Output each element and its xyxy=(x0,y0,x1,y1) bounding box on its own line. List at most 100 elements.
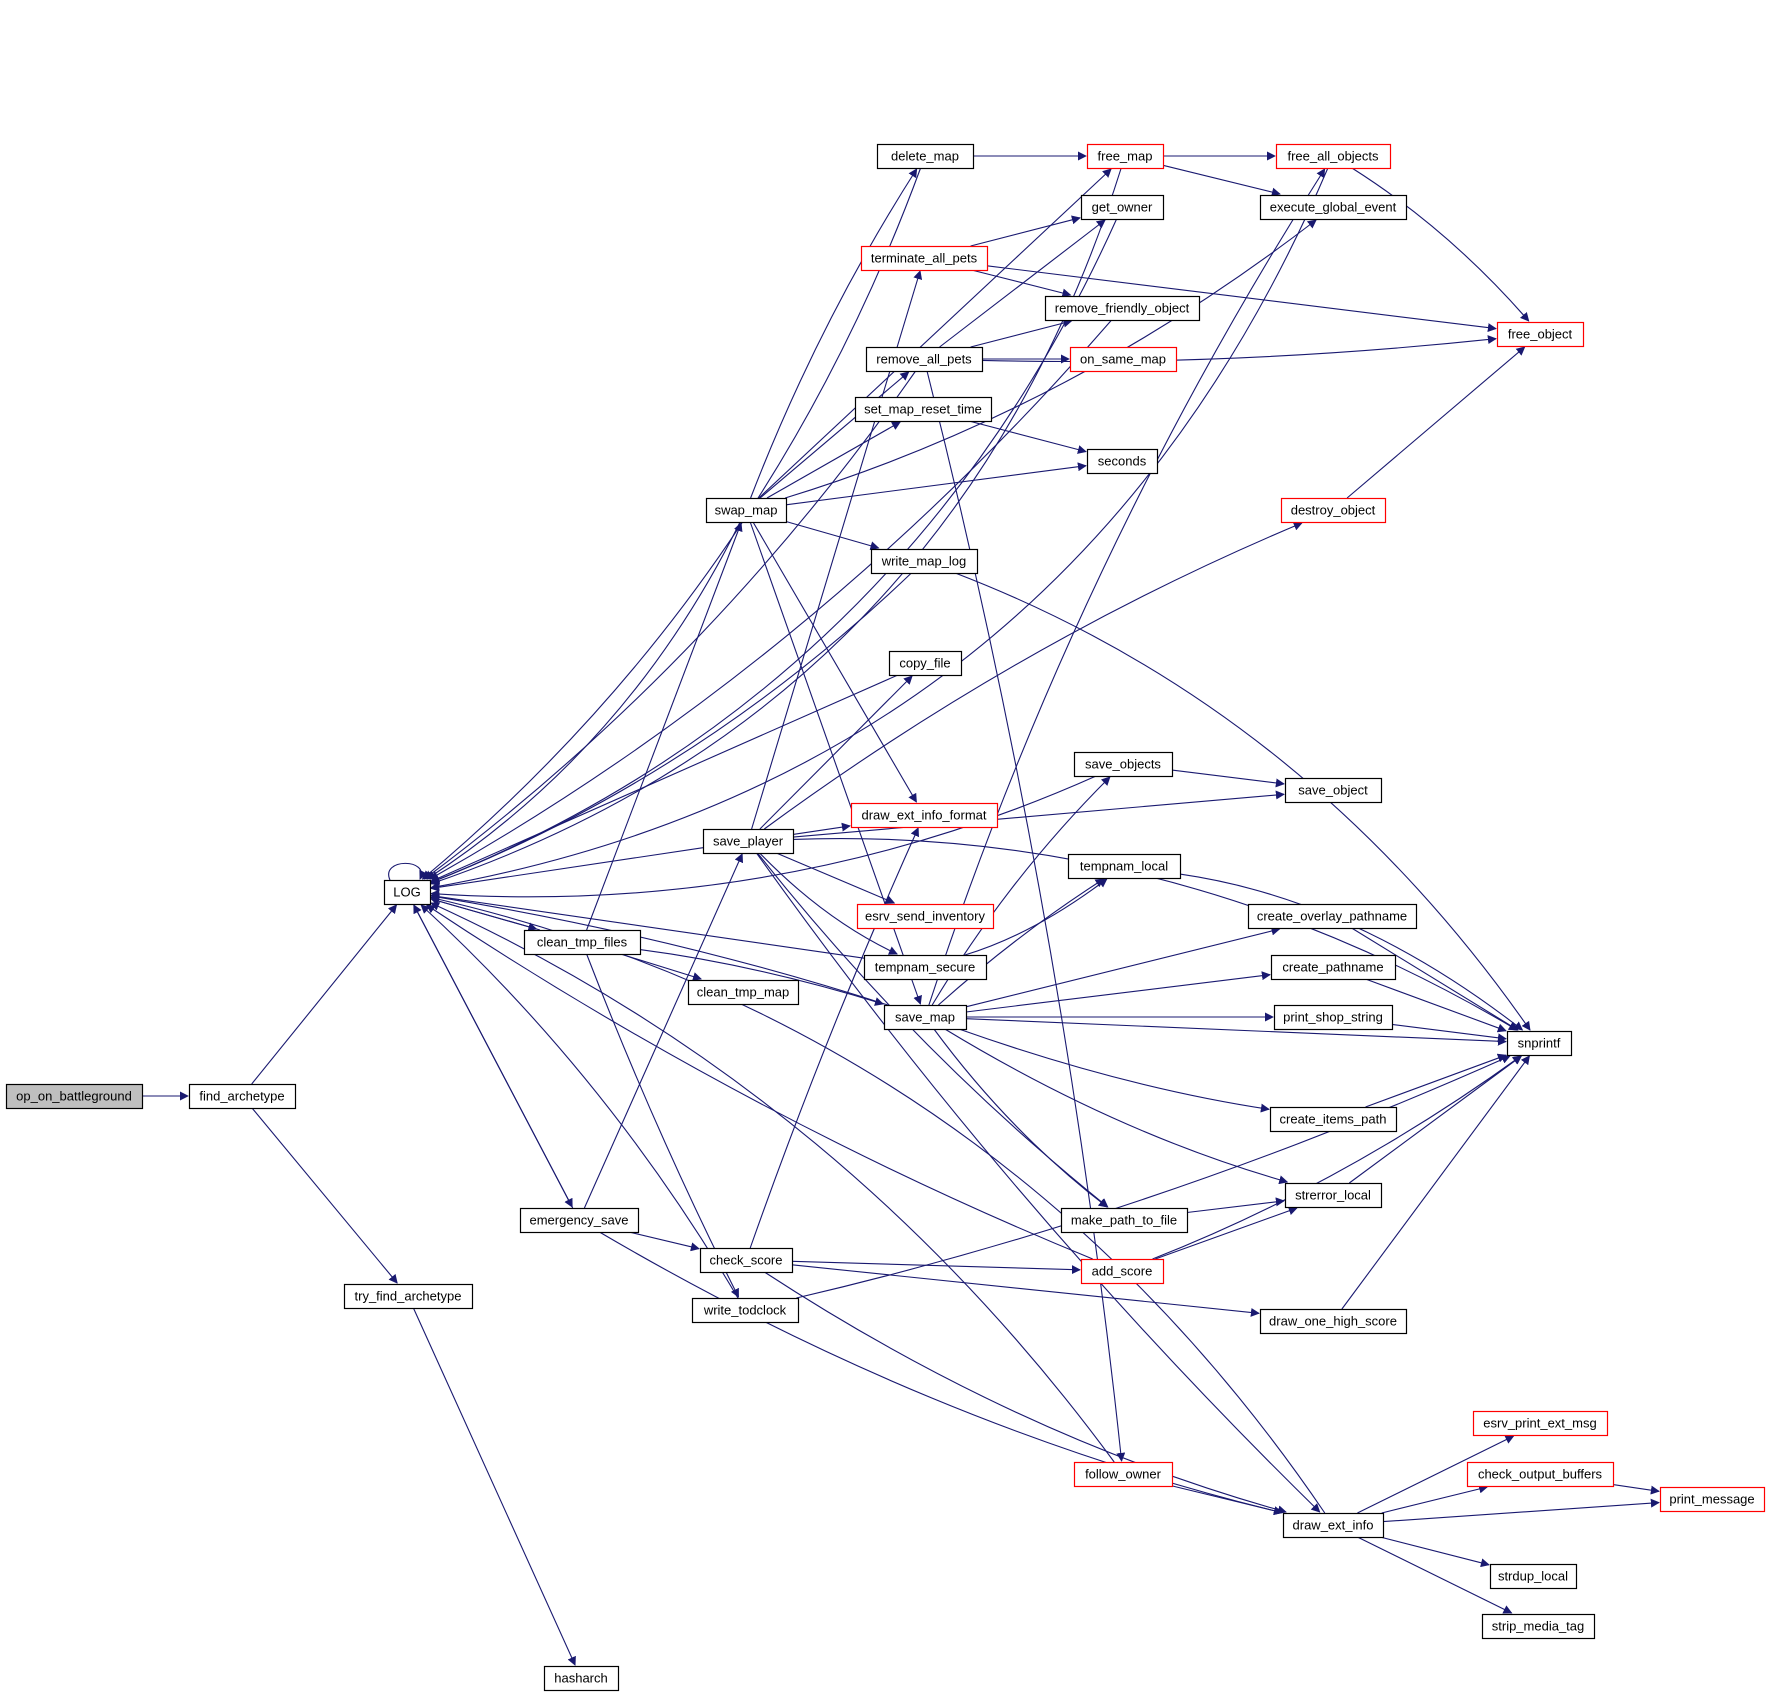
node-seconds[interactable]: seconds xyxy=(1086,448,1159,475)
edge-swap_map-to-seconds xyxy=(785,462,1087,506)
node-execute_global_event[interactable]: execute_global_event xyxy=(1259,194,1408,221)
node-box xyxy=(383,879,432,906)
edge-draw_ext_info-to-strdup_local xyxy=(1379,1536,1490,1568)
node-remove_friendly_object[interactable]: remove_friendly_object xyxy=(1044,295,1201,322)
node-create_overlay_pathname[interactable]: create_overlay_pathname xyxy=(1247,903,1418,930)
node-draw_one_high_score[interactable]: draw_one_high_score xyxy=(1259,1308,1408,1335)
node-save_map[interactable]: save_map xyxy=(883,1004,968,1031)
node-label: execute_global_event xyxy=(1270,200,1397,215)
node-save_object[interactable]: save_object xyxy=(1284,777,1383,804)
edge-set_map_reset_time-to-seconds xyxy=(968,420,1087,454)
node-find_archetype[interactable]: find_archetype xyxy=(188,1083,297,1110)
edge-free_map-to-execute_global_event xyxy=(1162,164,1281,197)
node-label: clean_tmp_files xyxy=(537,935,628,950)
node-label: write_todclock xyxy=(703,1303,787,1318)
node-label: save_object xyxy=(1298,783,1368,798)
node-terminate_all_pets[interactable]: terminate_all_pets xyxy=(860,245,989,272)
node-make_path_to_file[interactable]: make_path_to_file xyxy=(1060,1207,1189,1234)
edge-check_score-to-add_score xyxy=(791,1260,1081,1275)
edge-emergency_save-to-LOG xyxy=(413,904,574,1209)
edge-check_output_buffers-to-print_message xyxy=(1612,1484,1660,1495)
node-label: tempnam_local xyxy=(1080,859,1168,874)
edge-swap_map-to-write_map_log xyxy=(785,520,880,551)
node-follow_owner[interactable]: follow_owner xyxy=(1073,1461,1174,1488)
node-esrv_print_ext_msg[interactable]: esrv_print_ext_msg xyxy=(1472,1410,1609,1437)
node-print_shop_string[interactable]: print_shop_string xyxy=(1273,1004,1394,1031)
node-LOG[interactable]: LOG xyxy=(383,879,432,906)
node-tempnam_local[interactable]: tempnam_local xyxy=(1067,853,1182,880)
node-draw_ext_info[interactable]: draw_ext_info xyxy=(1282,1512,1385,1539)
node-box xyxy=(1270,954,1397,981)
node-box xyxy=(1284,1182,1383,1209)
node-destroy_object[interactable]: destroy_object xyxy=(1280,497,1387,524)
node-strip_media_tag[interactable]: strip_media_tag xyxy=(1481,1613,1596,1640)
node-strdup_local[interactable]: strdup_local xyxy=(1489,1563,1578,1590)
edge-save_objects-to-LOG xyxy=(430,775,1097,899)
node-box xyxy=(1080,194,1165,221)
node-on_same_map[interactable]: on_same_map xyxy=(1069,346,1178,373)
node-save_objects[interactable]: save_objects xyxy=(1073,751,1174,778)
node-clean_tmp_files[interactable]: clean_tmp_files xyxy=(523,929,642,956)
node-clean_tmp_map[interactable]: clean_tmp_map xyxy=(687,979,800,1006)
node-strerror_local[interactable]: strerror_local xyxy=(1284,1182,1383,1209)
node-free_map[interactable]: free_map xyxy=(1086,143,1165,170)
node-check_output_buffers[interactable]: check_output_buffers xyxy=(1466,1461,1615,1488)
node-hasharch[interactable]: hasharch xyxy=(543,1665,620,1692)
node-get_owner[interactable]: get_owner xyxy=(1080,194,1165,221)
node-label: terminate_all_pets xyxy=(871,251,978,266)
edge-LOG-to-LOG xyxy=(388,862,428,881)
node-write_todclock[interactable]: write_todclock xyxy=(691,1297,800,1324)
node-set_map_reset_time[interactable]: set_map_reset_time xyxy=(854,396,993,423)
edge-swap_map-to-execute_global_event xyxy=(785,219,1317,499)
node-label: make_path_to_file xyxy=(1071,1213,1177,1228)
node-check_score[interactable]: check_score xyxy=(699,1247,794,1274)
node-box xyxy=(691,1297,800,1324)
edge-swap_map-to-draw_ext_info_format xyxy=(752,521,917,803)
node-box xyxy=(1067,853,1182,880)
edge-swap_map-to-remove_all_pets xyxy=(759,371,910,499)
node-tempnam_secure[interactable]: tempnam_secure xyxy=(863,954,988,981)
node-label: emergency_save xyxy=(530,1213,629,1228)
node-op_on_battleground[interactable]: op_on_battleground xyxy=(5,1083,144,1110)
node-write_map_log[interactable]: write_map_log xyxy=(870,548,979,575)
node-free_all_objects[interactable]: free_all_objects xyxy=(1275,143,1392,170)
node-box xyxy=(519,1207,640,1234)
node-copy_file[interactable]: copy_file xyxy=(888,650,963,677)
node-box xyxy=(687,979,800,1006)
node-label: remove_all_pets xyxy=(876,352,972,367)
node-try_find_archetype[interactable]: try_find_archetype xyxy=(343,1283,474,1310)
node-emergency_save[interactable]: emergency_save xyxy=(519,1207,640,1234)
node-snprintf[interactable]: snprintf xyxy=(1506,1030,1573,1057)
edge-save_map-to-tempnam_local xyxy=(938,878,1105,1006)
node-label: swap_map xyxy=(715,503,778,518)
edge-copy_file-to-LOG xyxy=(430,674,899,883)
node-label: save_map xyxy=(895,1010,955,1025)
node-draw_ext_info_format[interactable]: draw_ext_info_format xyxy=(850,802,999,829)
edge-save_map-to-create_items_path xyxy=(958,1028,1270,1113)
node-box xyxy=(1489,1563,1578,1590)
edge-swap_map-to-LOG xyxy=(426,521,741,880)
edge-remove_all_pets-to-get_owner xyxy=(939,219,1106,348)
node-free_object[interactable]: free_object xyxy=(1496,321,1585,348)
node-create_pathname[interactable]: create_pathname xyxy=(1270,954,1397,981)
node-swap_map[interactable]: swap_map xyxy=(705,497,788,524)
node-save_player[interactable]: save_player xyxy=(702,828,795,855)
node-box xyxy=(1086,143,1165,170)
edge-save_player-to-destroy_object xyxy=(763,521,1303,830)
node-label: destroy_object xyxy=(1291,503,1376,518)
node-delete_map[interactable]: delete_map xyxy=(876,143,975,170)
edge-swap_map-to-delete_map xyxy=(750,168,918,499)
node-label: write_map_log xyxy=(881,554,967,569)
node-box xyxy=(1247,903,1418,930)
edge-follow_owner-to-draw_ext_info xyxy=(1171,1485,1283,1516)
edge-draw_ext_info-to-print_message xyxy=(1382,1498,1660,1523)
node-print_message[interactable]: print_message xyxy=(1659,1486,1766,1513)
node-remove_all_pets[interactable]: remove_all_pets xyxy=(865,346,984,373)
node-label: draw_one_high_score xyxy=(1269,1314,1397,1329)
node-box xyxy=(1496,321,1585,348)
node-esrv_send_inventory[interactable]: esrv_send_inventory xyxy=(856,903,995,930)
edge-save_map-to-LOG xyxy=(430,892,888,1006)
node-create_items_path[interactable]: create_items_path xyxy=(1269,1106,1398,1133)
node-add_score[interactable]: add_score xyxy=(1080,1258,1165,1285)
edge-strerror_local-to-snprintf xyxy=(1348,1055,1523,1184)
